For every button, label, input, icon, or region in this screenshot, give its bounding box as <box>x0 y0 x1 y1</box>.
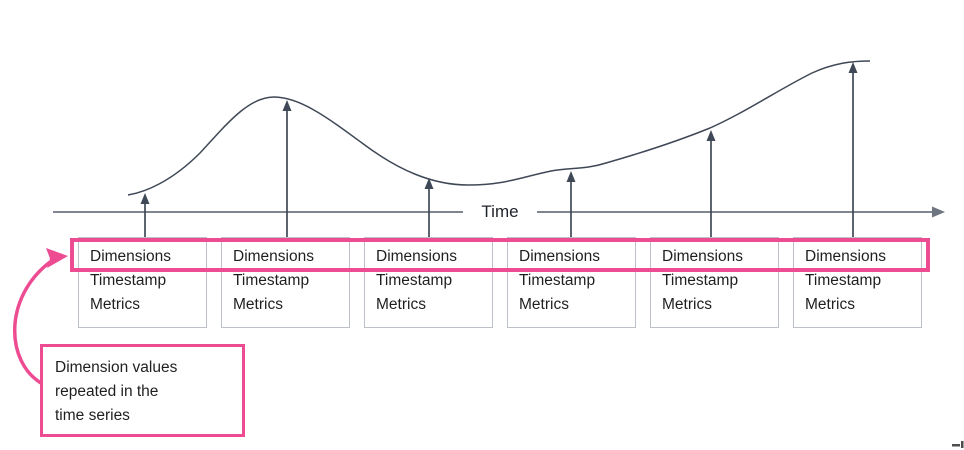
value-arrow-head-icon <box>566 171 576 182</box>
callout-box: Dimension values repeated in the time se… <box>40 344 245 437</box>
time-series-curve <box>127 60 871 196</box>
screen-edge-artifact <box>952 441 964 448</box>
time-axis-label: Time <box>481 202 519 221</box>
value-arrow-head-icon <box>140 193 150 204</box>
record-timestamp-label: Timestamp <box>376 272 453 289</box>
record-box-4: Dimensions Timestamp Metrics <box>507 237 636 328</box>
record-timestamp-label: Timestamp <box>233 272 310 289</box>
record-metrics-label: Metrics <box>233 296 283 313</box>
value-arrow-head-icon <box>282 100 292 111</box>
value-arrow-head-icon <box>706 130 716 141</box>
record-timestamp-label: Timestamp <box>805 272 882 289</box>
record-box-6: Dimensions Timestamp Metrics <box>793 237 922 328</box>
record-timestamp-label: Timestamp <box>519 272 596 289</box>
value-arrows <box>140 62 858 237</box>
record-dimensions-label: Dimensions <box>376 248 457 265</box>
record-dimensions-label: Dimensions <box>805 248 886 265</box>
record-dimensions-label: Dimensions <box>519 248 600 265</box>
value-arrow-head-icon <box>848 62 858 73</box>
time-axis-arrowhead-icon <box>932 206 945 218</box>
record-box-1: Dimensions Timestamp Metrics <box>78 237 207 328</box>
record-box-5: Dimensions Timestamp Metrics <box>650 237 779 328</box>
record-box-2: Dimensions Timestamp Metrics <box>221 237 350 328</box>
value-arrow-head-icon <box>424 178 434 189</box>
record-timestamp-label: Timestamp <box>90 272 167 289</box>
record-box-3: Dimensions Timestamp Metrics <box>364 237 493 328</box>
callout-text-line: time series <box>55 407 130 424</box>
callout-text-line: repeated in the <box>55 383 159 400</box>
record-metrics-label: Metrics <box>519 296 569 313</box>
record-timestamp-label: Timestamp <box>662 272 739 289</box>
record-metrics-label: Metrics <box>376 296 426 313</box>
record-dimensions-label: Dimensions <box>662 248 743 265</box>
record-dimensions-label: Dimensions <box>233 248 314 265</box>
record-dimensions-label: Dimensions <box>90 248 171 265</box>
record-metrics-label: Metrics <box>805 296 855 313</box>
callout-arrow-curve <box>13 260 52 385</box>
record-metrics-label: Metrics <box>662 296 712 313</box>
callout-arrow-head-icon <box>46 248 68 268</box>
record-metrics-label: Metrics <box>90 296 140 313</box>
records-row: Dimensions Timestamp Metrics Dimensions … <box>78 237 922 328</box>
callout-text-line: Dimension values <box>55 359 178 376</box>
